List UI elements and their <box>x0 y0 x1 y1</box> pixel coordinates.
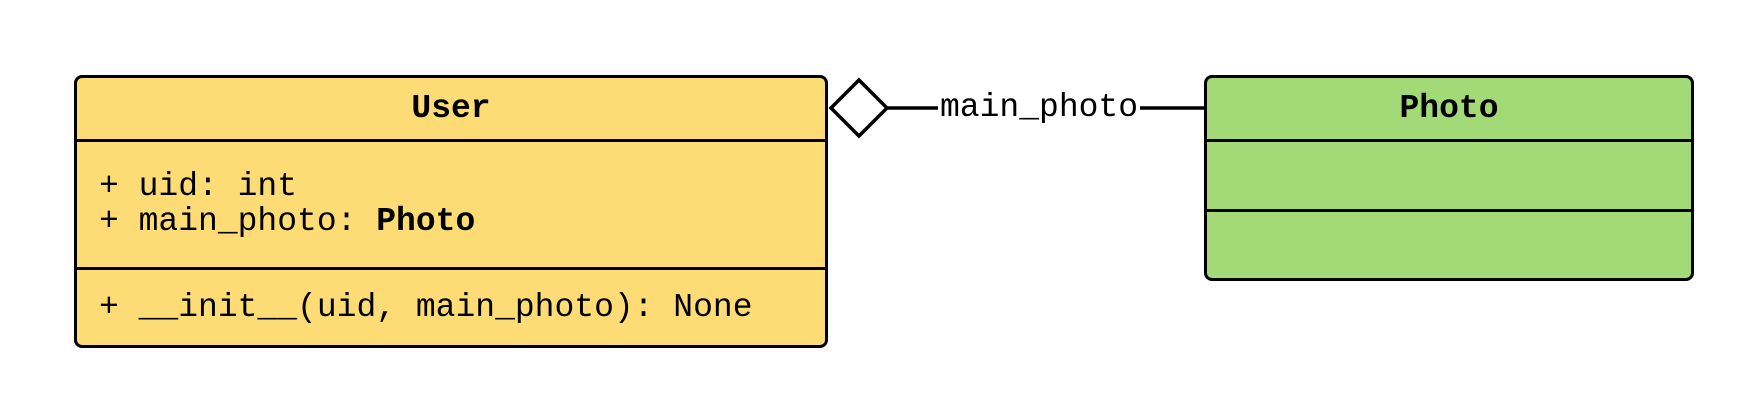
aggregation-diamond <box>828 77 890 139</box>
methods-section-user: + __init__(uid, main_photo): None <box>77 270 825 345</box>
association-label: main_photo <box>938 88 1141 128</box>
attribute-uid-type: int <box>237 168 298 205</box>
class-box-user[interactable]: User + uid: int + main_photo: Photo + __… <box>74 75 828 348</box>
class-box-photo[interactable]: Photo <box>1204 75 1694 281</box>
class-name-user: User <box>77 78 825 142</box>
attribute-main-photo-prefix: + main_photo: <box>99 203 377 240</box>
attributes-section-photo <box>1207 142 1691 212</box>
class-name-photo: Photo <box>1207 78 1691 142</box>
attribute-uid-prefix: + uid: <box>99 168 238 205</box>
attributes-section-user: + uid: int + main_photo: Photo <box>77 142 825 270</box>
attribute-main-photo-type: Photo <box>376 203 476 240</box>
method-init: + __init__(uid, main_photo): None <box>99 289 753 326</box>
attribute-uid: + uid: int <box>99 169 825 204</box>
methods-section-photo <box>1207 212 1691 278</box>
attribute-main-photo: + main_photo: Photo <box>99 204 825 239</box>
